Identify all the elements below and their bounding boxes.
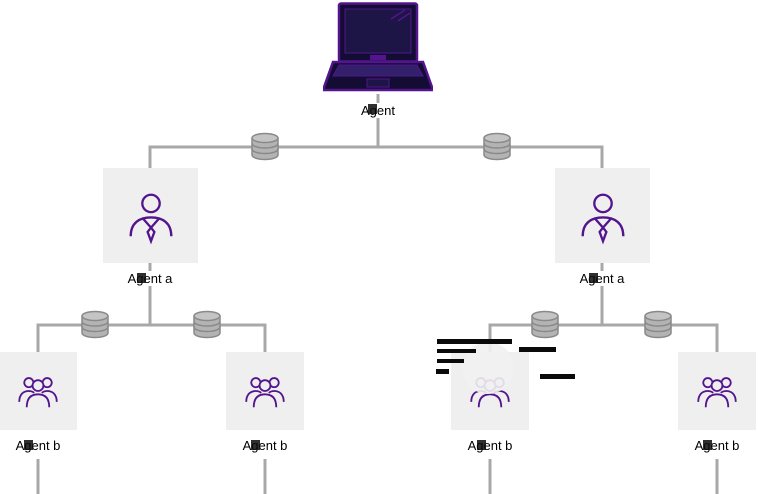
glitch-artifact xyxy=(540,374,575,379)
level2-node-2-label: Agent b xyxy=(445,438,535,453)
level1-node-0-label: Agent a xyxy=(105,271,195,286)
root-node[interactable] xyxy=(321,2,435,94)
people-group-icon xyxy=(18,377,58,408)
database-icon xyxy=(78,310,112,340)
database-icon xyxy=(641,310,675,340)
glitch-artifact xyxy=(703,440,712,450)
database-icon xyxy=(190,310,224,340)
glitch-artifact xyxy=(589,273,598,283)
level2-node-3[interactable] xyxy=(678,352,756,430)
glitch-artifact xyxy=(368,104,377,114)
people-group-icon xyxy=(245,377,285,408)
root-node-label: Agent xyxy=(333,103,423,118)
database-icon xyxy=(528,310,562,340)
level2-node-0[interactable] xyxy=(0,352,77,430)
glitch-artifact xyxy=(437,359,464,363)
glitch-artifact xyxy=(24,440,33,450)
glitch-artifact xyxy=(437,349,476,353)
people-group-icon xyxy=(697,377,737,408)
level2-node-3-label: Agent b xyxy=(672,438,758,453)
level2-node-0-label: Agent b xyxy=(0,438,83,453)
glitch-artifact xyxy=(436,369,449,374)
glitch-artifact xyxy=(477,440,486,450)
glitch-artifact xyxy=(519,347,556,352)
laptop-icon xyxy=(321,2,435,92)
level2-node-1[interactable] xyxy=(226,352,304,430)
person-icon xyxy=(581,193,624,244)
level1-node-0[interactable] xyxy=(103,168,198,263)
glitch-artifact xyxy=(251,440,260,450)
level2-node-1-label: Agent b xyxy=(220,438,310,453)
database-icon xyxy=(248,132,282,162)
person-icon xyxy=(129,193,172,244)
database-icon xyxy=(480,132,514,162)
level1-node-1[interactable] xyxy=(555,168,650,263)
glitch-artifact xyxy=(437,339,512,344)
glitch-artifact xyxy=(137,273,146,283)
level1-node-1-label: Agent a xyxy=(557,271,647,286)
